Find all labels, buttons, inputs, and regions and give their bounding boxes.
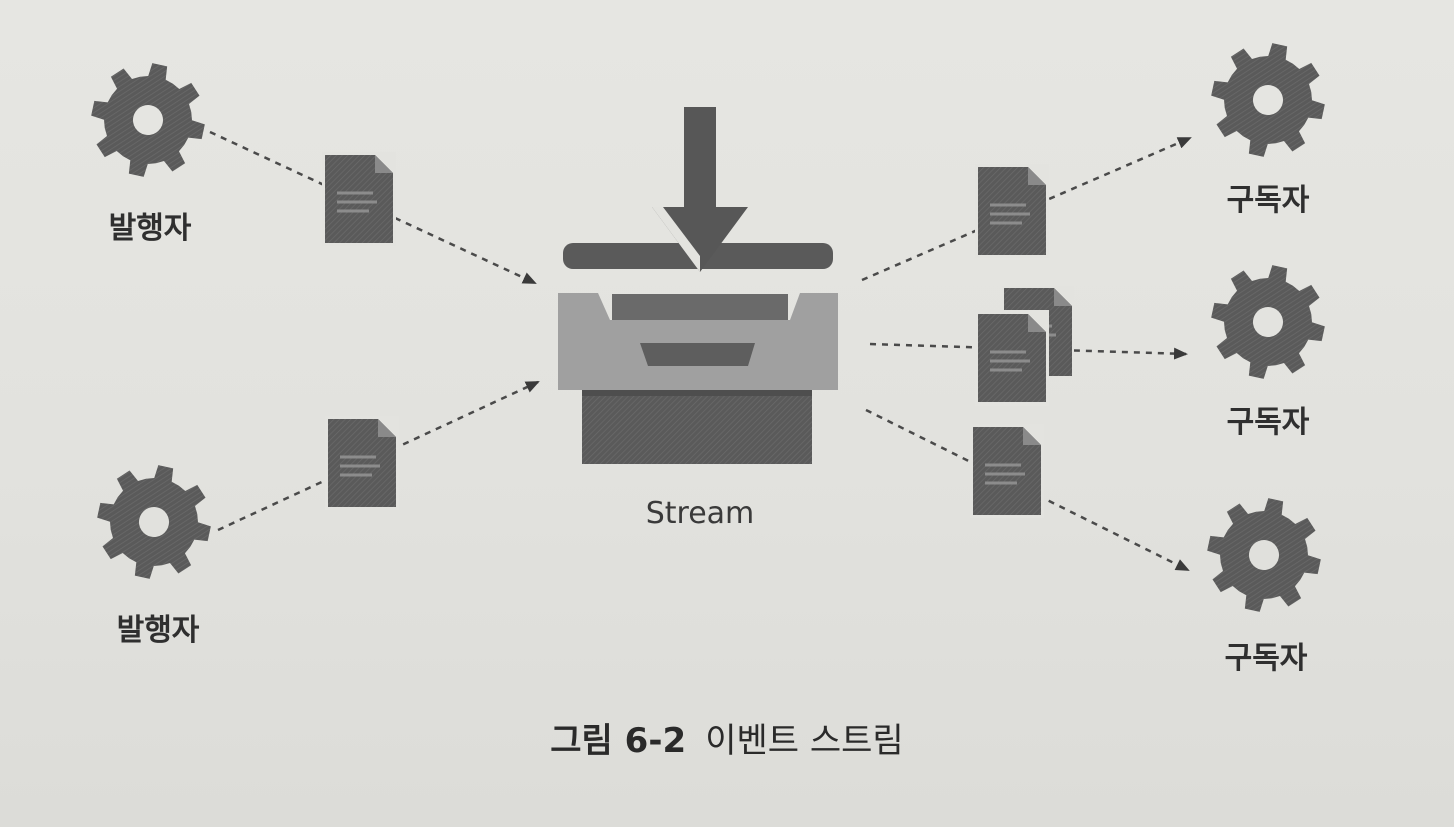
gear-icon	[91, 63, 205, 177]
subscriber-3: 구독자	[1207, 498, 1321, 676]
publisher-label: 발행자	[109, 211, 192, 246]
document-icon	[326, 417, 398, 509]
subscriber-label: 구독자	[1225, 641, 1308, 676]
flow-line	[217, 380, 540, 532]
publisher-label: 발행자	[117, 613, 200, 648]
stacked-documents-icon	[975, 286, 1074, 406]
subscriber-2: 구독자	[1211, 265, 1325, 440]
gear-icon	[1207, 498, 1321, 612]
figure-caption: 그림 6-2 이벤트 스트림	[550, 721, 903, 761]
subscriber-label: 구독자	[1227, 405, 1310, 440]
caption-line: 그림 6-2 이벤트 스트림	[550, 721, 903, 761]
subscriber-1: 구독자	[1211, 43, 1325, 218]
inbox-tray-icon	[558, 107, 838, 464]
document-icon	[971, 425, 1043, 517]
publisher-top: 발행자	[91, 63, 205, 246]
stream: Stream	[558, 107, 838, 531]
publisher-bottom: 발행자	[97, 465, 211, 648]
document-icon	[976, 165, 1048, 257]
subscriber-label: 구독자	[1227, 183, 1310, 218]
caption-title: 이벤트 스트림	[705, 721, 904, 761]
gear-icon	[97, 465, 211, 579]
gear-icon	[1211, 265, 1325, 379]
document-icon	[323, 153, 395, 245]
event-documents	[322, 152, 1074, 518]
caption-number: 그림 6-2	[550, 721, 686, 761]
stream-label: Stream	[646, 496, 755, 531]
publisher-flows	[209, 130, 540, 532]
gear-icon	[1211, 43, 1325, 157]
